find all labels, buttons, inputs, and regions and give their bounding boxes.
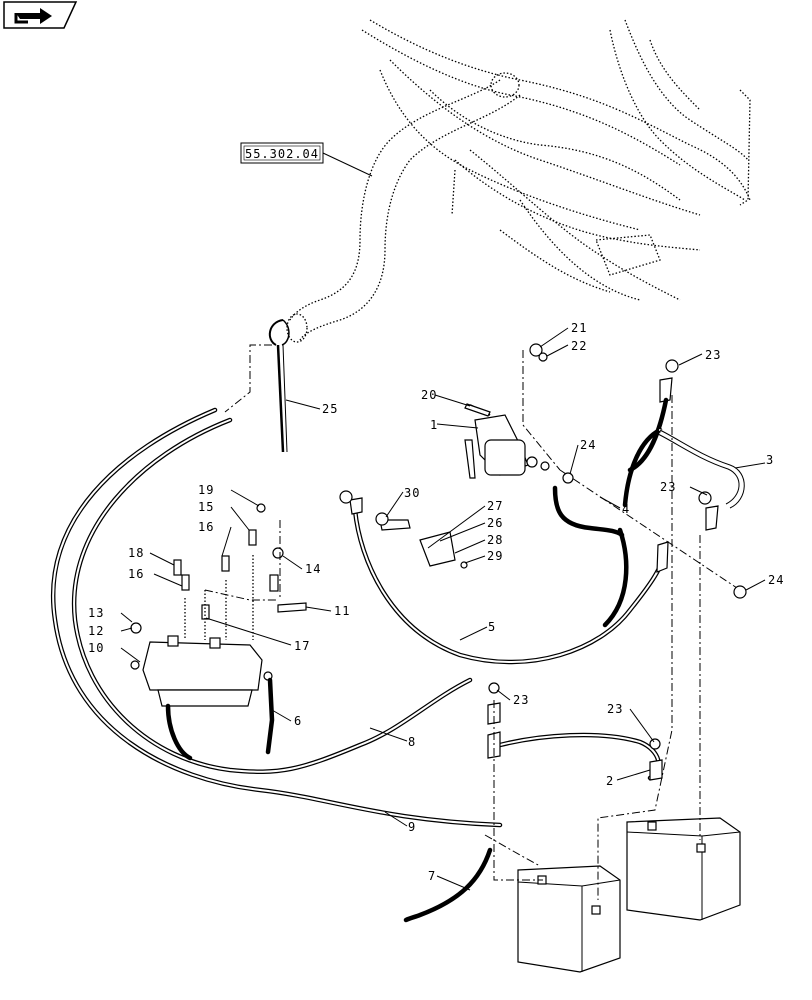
tie-strap: [268, 319, 290, 453]
callout-27: 27: [487, 499, 503, 513]
callout-11: 11: [334, 604, 350, 618]
cable-4: [552, 377, 673, 538]
arrow-icon: [14, 8, 52, 24]
battery-right: [626, 817, 741, 921]
callout-22: 22: [571, 339, 587, 353]
callout-24a: 24: [580, 438, 596, 452]
callout-20: 20: [421, 388, 437, 402]
cable-7: [403, 847, 493, 923]
cable-loop: [51, 407, 503, 828]
callouts: 1 2 3 4 5 6 7 8 9 10 11 12 13 14 15 16 1…: [88, 321, 784, 883]
callout-5: 5: [488, 620, 496, 634]
callout-19: 19: [198, 483, 214, 497]
callout-4: 4: [622, 502, 630, 516]
callout-23a: 23: [705, 348, 721, 362]
cable-5: [349, 497, 669, 665]
callout-16a: 16: [198, 520, 214, 534]
callout-26: 26: [487, 516, 503, 530]
callout-6: 6: [294, 714, 302, 728]
callout-14: 14: [305, 562, 321, 576]
reference-box[interactable]: 55.302.04: [240, 142, 324, 164]
callout-15: 15: [198, 500, 214, 514]
solenoid: [464, 404, 550, 479]
callout-8: 8: [408, 735, 416, 749]
callout-23b: 23: [660, 480, 676, 494]
callout-17: 17: [294, 639, 310, 653]
callout-29: 29: [487, 549, 503, 563]
callout-2: 2: [606, 774, 614, 788]
callout-24b: 24: [768, 573, 784, 587]
hardware: [339, 343, 747, 599]
fuses: [130, 503, 307, 640]
callout-28: 28: [487, 533, 503, 547]
connection-lines: [204, 350, 741, 900]
callout-7: 7: [428, 869, 436, 883]
callout-16b: 16: [128, 567, 144, 581]
callout-23d: 23: [607, 702, 623, 716]
callout-23c: 23: [513, 693, 529, 707]
callout-1: 1: [430, 418, 438, 432]
battery-left: [517, 865, 621, 973]
callout-9: 9: [408, 820, 416, 834]
nav-button[interactable]: [3, 1, 78, 29]
callout-30: 30: [404, 486, 420, 500]
callout-18: 18: [128, 546, 144, 560]
callout-10: 10: [88, 641, 104, 655]
cable-2: [487, 682, 663, 781]
callout-12: 12: [88, 624, 104, 638]
callout-3: 3: [766, 453, 774, 467]
cable-3: [657, 429, 746, 531]
fuse-block: [130, 635, 275, 761]
callout-25: 25: [322, 402, 338, 416]
callout-13: 13: [88, 606, 104, 620]
callout-21: 21: [571, 321, 587, 335]
reference-label: 55.302.04: [245, 147, 319, 161]
leader-lines: [120, 327, 766, 891]
wire-harness: [286, 19, 751, 343]
